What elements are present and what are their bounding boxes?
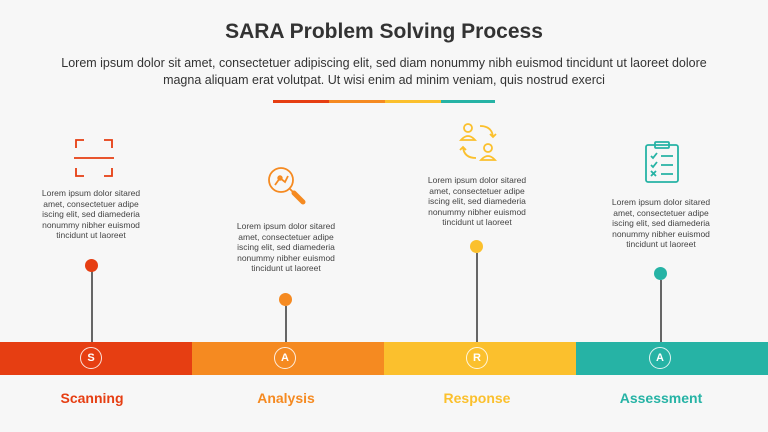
step-label-scanning: Scanning: [60, 390, 124, 406]
people-exchange-icon: [456, 120, 500, 164]
step-letter-response: R: [466, 347, 488, 369]
page-subtitle: Lorem ipsum dolor sit amet, consectetuer…: [61, 56, 707, 87]
step-label-response: Response: [443, 390, 511, 406]
title-accent-bar-response: [385, 100, 441, 103]
step-description-response: Lorem ipsum dolor sitared amet, consecte…: [427, 175, 527, 227]
pin-dot-response: [470, 240, 483, 253]
scan-frame-icon: [72, 136, 116, 180]
step-letter-analysis: A: [274, 347, 296, 369]
pin-dot-scanning: [85, 259, 98, 272]
step-label-assessment: Assessment: [619, 390, 703, 406]
pin-line-scanning: [91, 266, 93, 342]
magnifier-analysis-icon: [264, 163, 308, 207]
page-title: SARA Problem Solving Process: [225, 20, 543, 43]
pin-dot-analysis: [279, 293, 292, 306]
clipboard-checklist-icon: [640, 140, 684, 184]
title-accent-bar-analysis: [329, 100, 385, 103]
step-description-analysis: Lorem ipsum dolor sitared amet, consecte…: [236, 221, 336, 273]
step-letter-scanning: S: [80, 347, 102, 369]
pin-dot-assessment: [654, 267, 667, 280]
step-letter-assessment: A: [649, 347, 671, 369]
title-accent-bar-scanning: [273, 100, 329, 103]
step-description-scanning: Lorem ipsum dolor sitared amet, consecte…: [41, 188, 141, 240]
title-accent-bar-assessment: [441, 100, 495, 103]
band-segment-assessment: [576, 342, 768, 375]
pin-line-response: [476, 253, 478, 342]
pin-line-assessment: [660, 280, 662, 342]
step-description-assessment: Lorem ipsum dolor sitared amet, consecte…: [611, 197, 711, 249]
pin-line-analysis: [285, 306, 287, 342]
step-label-analysis: Analysis: [257, 390, 315, 406]
